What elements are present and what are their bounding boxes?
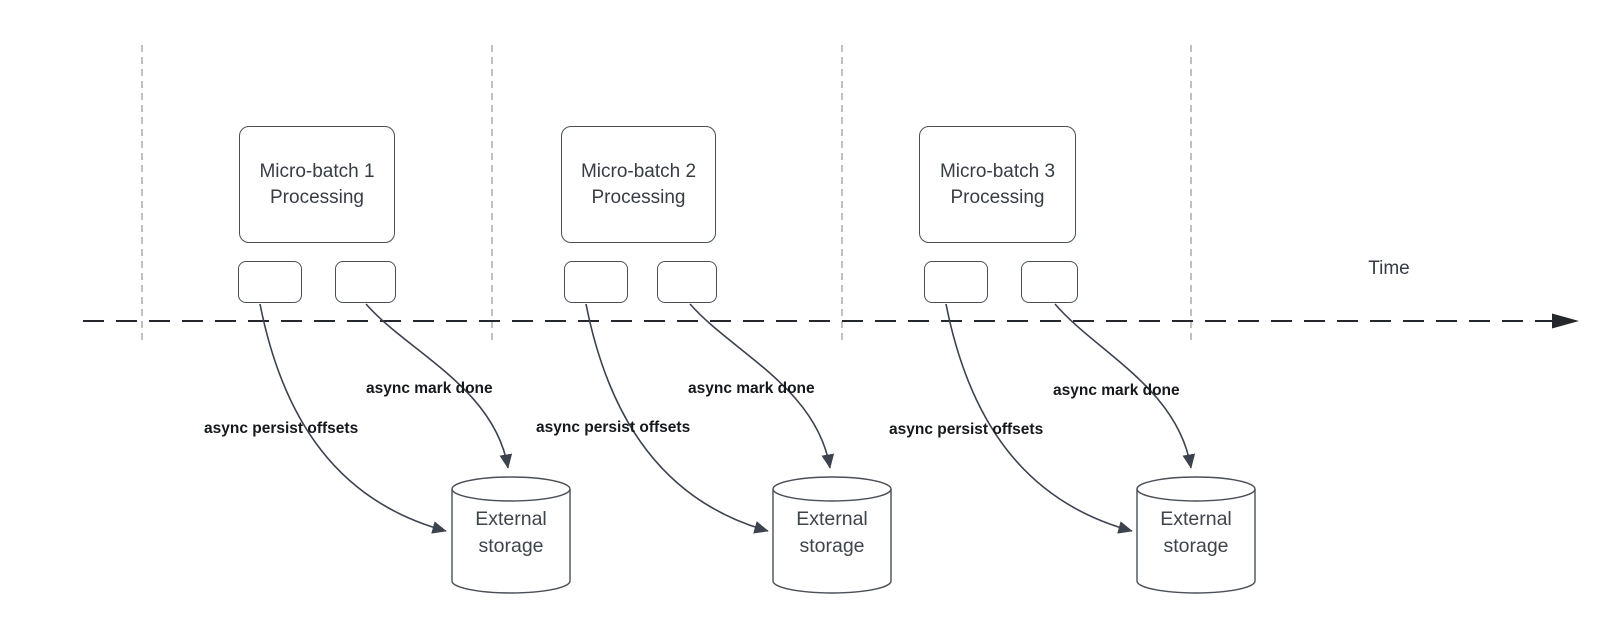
persist-arrow-2	[585, 303, 769, 534]
micro-batch-2-box: Micro-batch 2 Processing	[561, 126, 716, 243]
micro-batch-3-title-line1: Micro-batch 3	[939, 160, 1056, 182]
persist-arrow-3	[945, 303, 1133, 534]
done-arrow-3	[1054, 303, 1196, 469]
done-arrow-2	[689, 303, 835, 469]
external-storage-label-1: External storage	[452, 506, 570, 560]
time-axis-label: Time	[1368, 258, 1410, 279]
external-storage-label-3: External storage	[1137, 506, 1255, 560]
external-storage-3-line2: storage	[1163, 535, 1229, 557]
task-box-1a	[238, 261, 302, 303]
micro-batch-3-box: Micro-batch 3 Processing	[919, 126, 1076, 243]
storage-cylinder-3	[1136, 476, 1256, 594]
micro-batch-1-title-line1: Micro-batch 1	[259, 160, 375, 182]
external-storage-2-line1: External	[796, 508, 868, 530]
mark-done-label-3: async mark done	[1053, 382, 1180, 399]
storage-cylinder-2	[772, 476, 892, 594]
external-storage-2-line2: storage	[799, 535, 865, 557]
micro-batch-2-title-line2: Processing	[591, 186, 686, 208]
task-box-3a	[924, 261, 988, 303]
micro-batch-2-title-line1: Micro-batch 2	[580, 160, 697, 182]
external-storage-3-line1: External	[1160, 508, 1232, 530]
external-storage-1-line2: storage	[478, 535, 544, 557]
mark-done-label-2: async mark done	[688, 380, 815, 397]
storage-cylinder-1	[451, 476, 571, 594]
time-axis-arrowhead-icon	[1552, 313, 1579, 329]
mark-done-label-1: async mark done	[366, 380, 493, 397]
task-box-2b	[657, 261, 717, 303]
persist-arrow-1	[259, 303, 447, 534]
task-box-2a	[564, 261, 628, 303]
micro-batch-3-title-line2: Processing	[950, 186, 1045, 208]
micro-batch-1-box: Micro-batch 1 Processing	[239, 126, 395, 243]
persist-offsets-label-3: async persist offsets	[889, 421, 1044, 438]
task-box-1b	[335, 261, 396, 303]
micro-batch-1-title-line2: Processing	[270, 186, 364, 208]
task-box-3b	[1021, 261, 1078, 303]
external-storage-1-line1: External	[475, 508, 547, 530]
persist-offsets-label-2: async persist offsets	[536, 419, 691, 436]
done-arrow-1	[365, 303, 513, 469]
persist-offsets-label-1: async persist offsets	[204, 420, 359, 437]
external-storage-label-2: External storage	[773, 506, 891, 560]
